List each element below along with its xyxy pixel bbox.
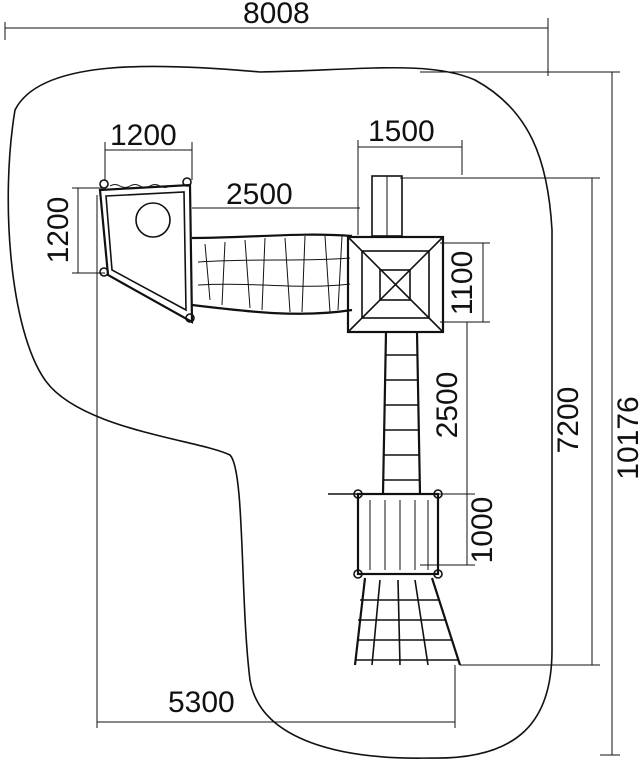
dimension-label-1100: 1100 — [446, 251, 479, 316]
dimension-label-7200: 7200 — [552, 387, 585, 454]
safety-zone-outline — [7, 65, 553, 759]
climbing-net — [353, 577, 462, 666]
dimension-label-1200-h: 1200 — [110, 119, 177, 152]
rope-bridge — [191, 233, 353, 315]
lower-platform — [328, 489, 443, 579]
dimension-tower-depth: 1100 — [440, 242, 490, 323]
dimension-left-width: 5300 — [96, 195, 456, 728]
dimension-overall-height: 10176 — [420, 71, 643, 756]
dimension-platform-a-width: 1200 — [104, 119, 193, 180]
dimension-frame-height: 7200 — [400, 177, 600, 666]
platform-a — [98, 177, 195, 324]
dimension-label-10176: 10176 — [612, 396, 643, 479]
dimension-label-2500-v: 2500 — [431, 372, 464, 439]
ladder — [381, 331, 422, 495]
tower — [346, 175, 445, 334]
dimension-label-1500: 1500 — [368, 115, 435, 148]
dimension-tower-width: 1500 — [357, 115, 463, 235]
dimension-lower-platform-depth: 1000 — [420, 494, 499, 566]
dimension-label-2500-h: 2500 — [226, 178, 293, 211]
porthole-icon — [135, 202, 171, 238]
dimension-label-1000: 1000 — [466, 497, 499, 564]
dimension-label-1200-v: 1200 — [42, 197, 75, 264]
dimension-bridge-length: 2500 — [192, 178, 360, 211]
dimension-platform-a-depth: 1200 — [42, 187, 105, 274]
dimension-ladder-length: 2500 — [420, 322, 475, 495]
dimension-label-5300: 5300 — [168, 686, 235, 719]
dimension-overall-width: 8008 — [4, 0, 549, 76]
dimension-label-8008: 8008 — [243, 0, 310, 30]
